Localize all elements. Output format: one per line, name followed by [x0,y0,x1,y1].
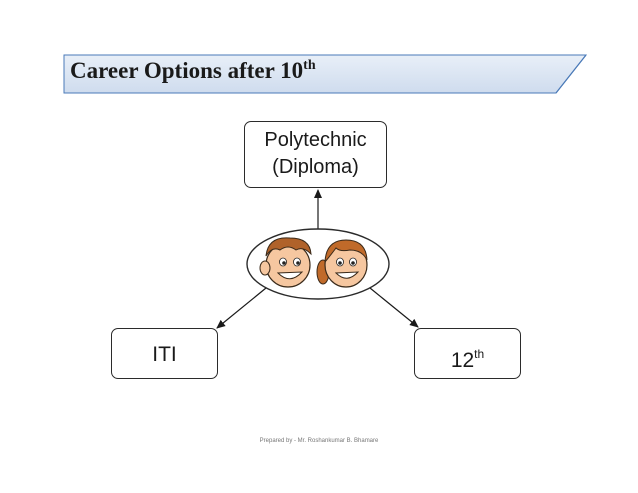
boy-and-girl-faces-icon [246,228,390,300]
footer-credit: Prepared by - Mr. Roshankumar B. Bhamare [259,438,379,444]
arrow-to-12th [369,287,419,328]
node-12th-label: 12 [450,349,475,372]
node-12th: 12th [414,328,521,379]
node-iti: ITI [111,328,218,379]
page-title: Career Options after 10th [70,58,316,84]
arrow-to-iti [216,287,267,329]
girl-face-icon [316,239,368,288]
node-polytechnic-line2: (Diploma) [272,156,359,178]
page-title-text: Career Options after 10 [70,58,304,83]
node-polytechnic-line1: Polytechnic [264,129,367,151]
title-banner [63,54,588,94]
boy-face-icon [259,237,312,288]
node-iti-label: ITI [152,343,177,366]
page-title-superscript: th [303,58,316,73]
node-12th-superscript: th [474,347,485,361]
node-polytechnic: Polytechnic (Diploma) [244,121,387,188]
